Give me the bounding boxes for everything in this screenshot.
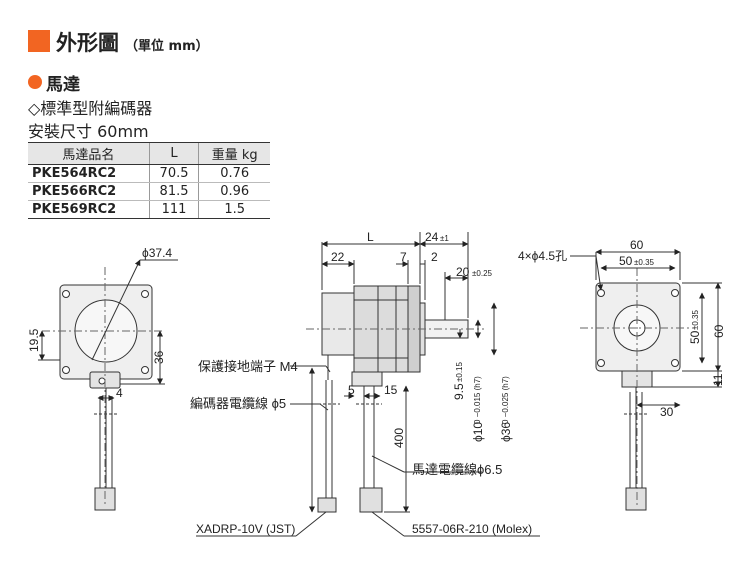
rear-dim-60-top: 60: [630, 238, 644, 252]
side-dim-24: 24: [425, 230, 439, 244]
table-header-weight: 重量 kg: [198, 142, 270, 165]
shaft-tol-9-5: ±0.15: [455, 361, 464, 382]
rear-dim-11: 11: [711, 373, 725, 386]
rear-dim-50-right: 50: [688, 330, 702, 344]
mount-hole-icon: [62, 366, 70, 374]
side-dim-15: 15: [384, 383, 398, 397]
spec-table: 馬達品名 L 重量 kg PKE564RC2 70.5 0.76 PKE566R…: [28, 142, 270, 219]
encoder-housing: [321, 292, 355, 356]
side-dim-7: 7: [400, 250, 407, 264]
table-cell-weight: 1.5: [198, 200, 270, 219]
side-tol-24: ±1: [440, 234, 449, 243]
rear-dim-50-top: 50: [619, 254, 633, 268]
side-dim-2: 2: [431, 250, 438, 264]
mount-hole-icon: [671, 289, 679, 297]
side-dim-400: 400: [392, 428, 406, 448]
rear-dim-30: 30: [660, 405, 674, 419]
mount-hole-icon: [62, 290, 70, 298]
rear-view: [570, 249, 722, 511]
connector-jst-label: XADRP-10V (JST): [196, 522, 295, 536]
encoder-cable-label: 編碼器電纜線 ϕ5: [190, 396, 286, 411]
table-row: PKE569RC2 111 1.5: [28, 200, 270, 219]
mount-hole-icon: [597, 359, 605, 367]
side-dim-20: 20: [456, 265, 470, 279]
side-dim-5: 5: [348, 383, 355, 397]
table-header-model: 馬達品名: [28, 142, 150, 165]
table-cell-model: PKE566RC2: [28, 182, 150, 201]
front-diameter-label: ϕ37.4: [142, 246, 172, 260]
table-header-row: 馬達品名 L 重量 kg: [28, 142, 270, 165]
rear-tol-50-top: ±0.35: [634, 258, 655, 267]
shaft-tol-10: 0 −0.015 (h7): [473, 376, 482, 424]
shaft-dim-9-5: 9.5: [452, 383, 466, 400]
side-dim-L: L: [367, 230, 374, 244]
front-dim-4: 4: [116, 386, 123, 400]
table-cell-weight: 0.96: [198, 182, 270, 201]
connector-molex-label: 5557-06R-210 (Molex): [412, 522, 532, 536]
table-row: PKE566RC2 81.5 0.96: [28, 182, 270, 201]
section-mount-size: 安裝尺寸 60mm: [28, 122, 149, 141]
shaft-dim-36: ϕ36: [499, 422, 513, 442]
side-tol-20: ±0.25: [472, 269, 493, 278]
shaft-dim-10: ϕ10: [471, 422, 485, 442]
motor-connector: [359, 487, 383, 513]
mount-hole-icon: [597, 289, 605, 297]
mount-hole-icon: [141, 366, 149, 374]
side-dim-22: 22: [331, 250, 345, 264]
motor-cable-label: 馬達電纜線ϕ6.5: [412, 462, 502, 477]
ground-terminal-label: 保護接地端子 M4: [198, 359, 298, 374]
table-cell-model: PKE569RC2: [28, 200, 150, 219]
section-motor-label: 馬達: [46, 75, 80, 95]
table-cell-length: 81.5: [148, 182, 199, 201]
page-title: 外形圖（單位 mm）: [56, 31, 209, 55]
table-header-length: L: [148, 142, 199, 165]
table-cell-model: PKE564RC2: [28, 164, 150, 183]
mount-hole-icon: [671, 359, 679, 367]
side-view: [196, 232, 540, 537]
title-marker: [28, 30, 50, 52]
rear-tol-50-right: ±0.35: [691, 309, 700, 330]
table-cell-length: 70.5: [148, 164, 199, 183]
table-row: PKE564RC2 70.5 0.76: [28, 164, 270, 183]
shaft-tol-36: 0 −0.025 (h7): [501, 376, 510, 424]
front-dim-19-5: 19.5: [27, 328, 41, 352]
side-cable-gland: [351, 371, 383, 387]
unit-note: （單位 mm）: [125, 39, 209, 54]
mount-hole-icon: [141, 290, 149, 298]
encoder-connector: [317, 497, 337, 513]
table-cell-length: 111: [148, 200, 199, 219]
table-cell-weight: 0.76: [198, 164, 270, 183]
rear-dim-60-right: 60: [712, 324, 726, 338]
rear-holes-label: 4×ϕ4.5孔: [518, 249, 567, 263]
front-view: [38, 259, 178, 511]
front-dim-36: 36: [152, 350, 166, 364]
section-variant-label: ◇標準型附編碼器: [28, 99, 153, 118]
section-bullet-icon: [28, 75, 42, 89]
